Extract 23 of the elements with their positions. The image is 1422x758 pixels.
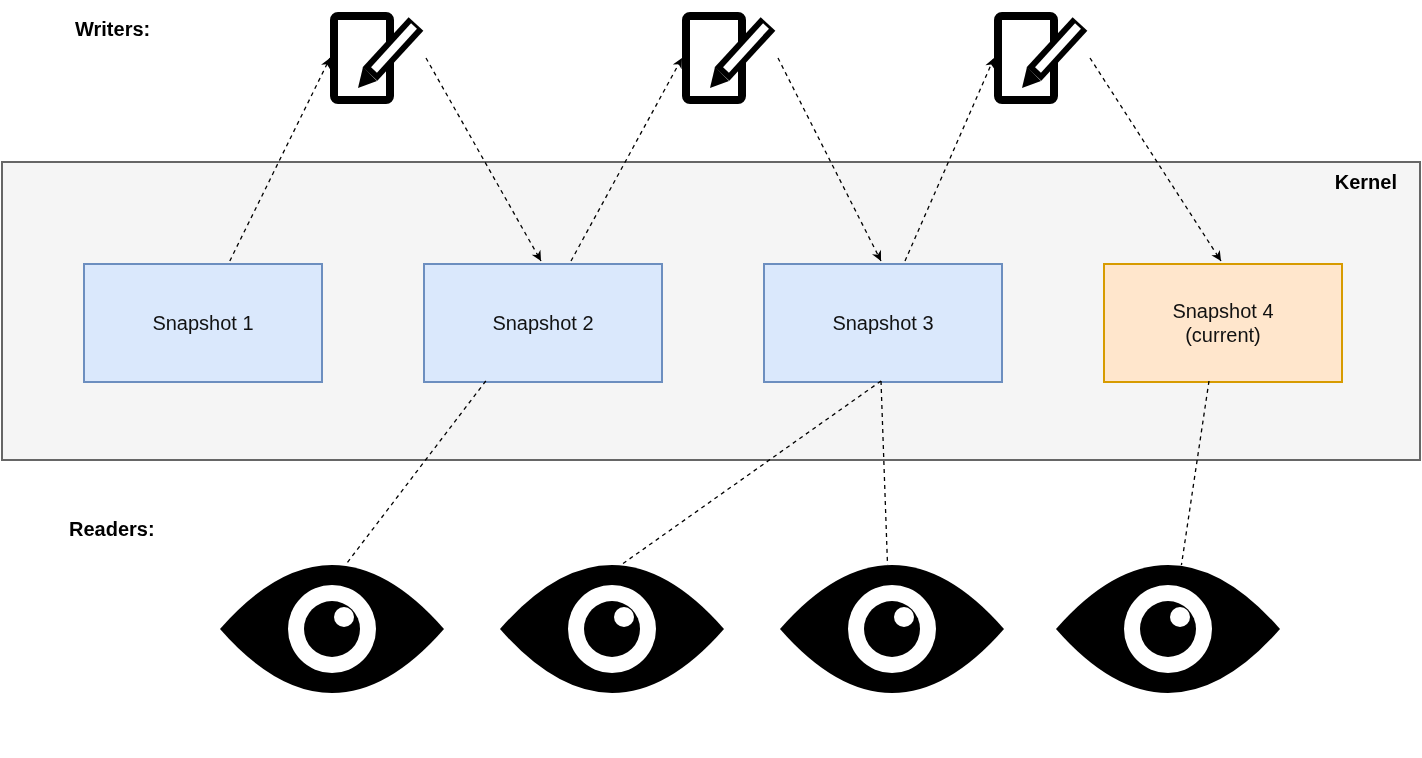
eye-icon	[220, 565, 444, 693]
snapshot-box: Snapshot 1	[83, 263, 323, 383]
connector-line	[1180, 380, 1210, 566]
row-label: Readers:	[69, 518, 155, 541]
arrow	[229, 57, 331, 262]
snapshot-box: Snapshot 4 (current)	[1103, 263, 1343, 383]
eye-icon	[780, 565, 1004, 693]
arrow	[1089, 57, 1222, 262]
arrow	[904, 57, 995, 262]
arrow	[425, 57, 542, 262]
connector-line	[620, 380, 882, 566]
snapshot-box: Snapshot 2	[423, 263, 663, 383]
eye-icon	[1056, 565, 1280, 693]
edit-icon	[330, 12, 426, 104]
arrow	[777, 57, 882, 262]
edit-icon	[994, 12, 1090, 104]
row-label: Writers:	[75, 18, 151, 41]
eye-icon	[500, 565, 724, 693]
edit-icon	[682, 12, 778, 104]
arrow	[570, 57, 683, 262]
kernel-panel	[1, 161, 1421, 461]
snapshot-box: Snapshot 3	[763, 263, 1003, 383]
panel-title: Kernel	[1334, 171, 1397, 194]
